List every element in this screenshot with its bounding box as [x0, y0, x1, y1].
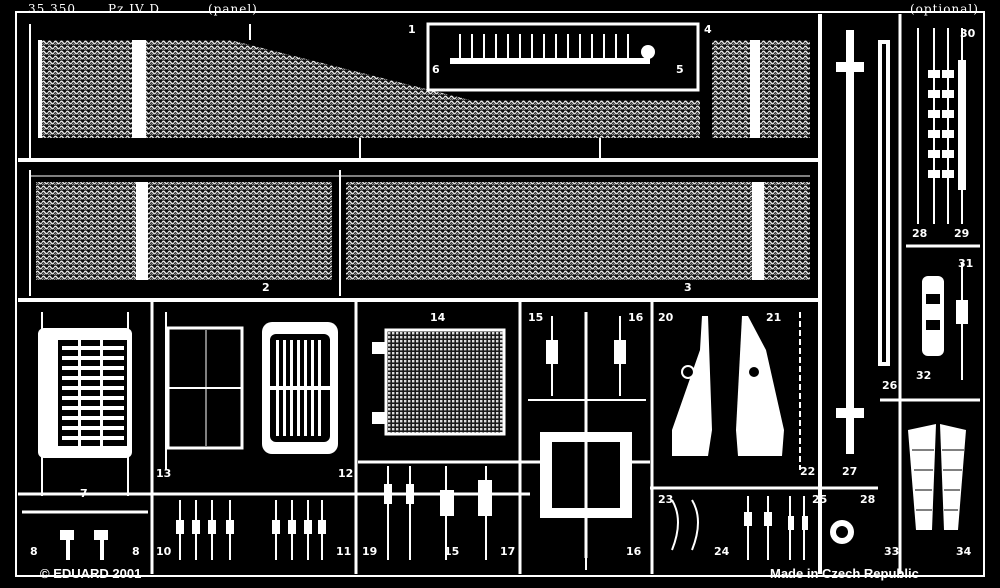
- part-number: 10: [156, 545, 172, 558]
- part-number: 4: [704, 23, 712, 36]
- subject-label: (panel): [208, 2, 258, 16]
- part-number: 3: [684, 281, 692, 294]
- copyright-text: © EDUARD 2001: [40, 566, 142, 581]
- part-number: 32: [916, 369, 932, 382]
- part-number: 8: [132, 545, 140, 558]
- part-number: 7: [80, 487, 88, 500]
- part-number: 31: [958, 257, 974, 270]
- part-number: 24: [714, 545, 730, 558]
- part-number: 2: [262, 281, 270, 294]
- part-number: 16: [628, 311, 644, 324]
- part-number: 29: [954, 227, 970, 240]
- origin-text: Made in Czech Republic: [770, 566, 919, 581]
- part-number: 23: [658, 493, 674, 506]
- part-number: 27: [842, 465, 858, 478]
- part-number: 12: [338, 467, 354, 480]
- vehicle-name: Pz.IV D: [108, 2, 161, 16]
- part-number: 1: [408, 23, 416, 36]
- part-number: 19: [362, 545, 378, 558]
- part-number: 20: [658, 311, 674, 324]
- part-number: 26: [882, 379, 898, 392]
- part-number: 15: [444, 545, 460, 558]
- part-number: 8: [30, 545, 38, 558]
- part-number: 14: [430, 311, 446, 324]
- part-number: 28: [860, 493, 876, 506]
- part-number: 15: [528, 311, 544, 324]
- part-number: 11: [336, 545, 352, 558]
- part-number: 22: [800, 465, 816, 478]
- part-number: 17: [500, 545, 516, 558]
- part-number: 30: [960, 27, 976, 40]
- part-number: 13: [156, 467, 172, 480]
- part-number: 34: [956, 545, 972, 558]
- optional-label: (optional): [910, 2, 979, 16]
- kit-code: 35 350: [28, 2, 76, 16]
- part-number: 28: [912, 227, 928, 240]
- part-number: 25: [812, 493, 828, 506]
- part-number: 6: [432, 63, 440, 76]
- part-number: 21: [766, 311, 782, 324]
- part-number: 33: [884, 545, 900, 558]
- part-number: 16: [626, 545, 642, 558]
- part-number: 5: [676, 63, 684, 76]
